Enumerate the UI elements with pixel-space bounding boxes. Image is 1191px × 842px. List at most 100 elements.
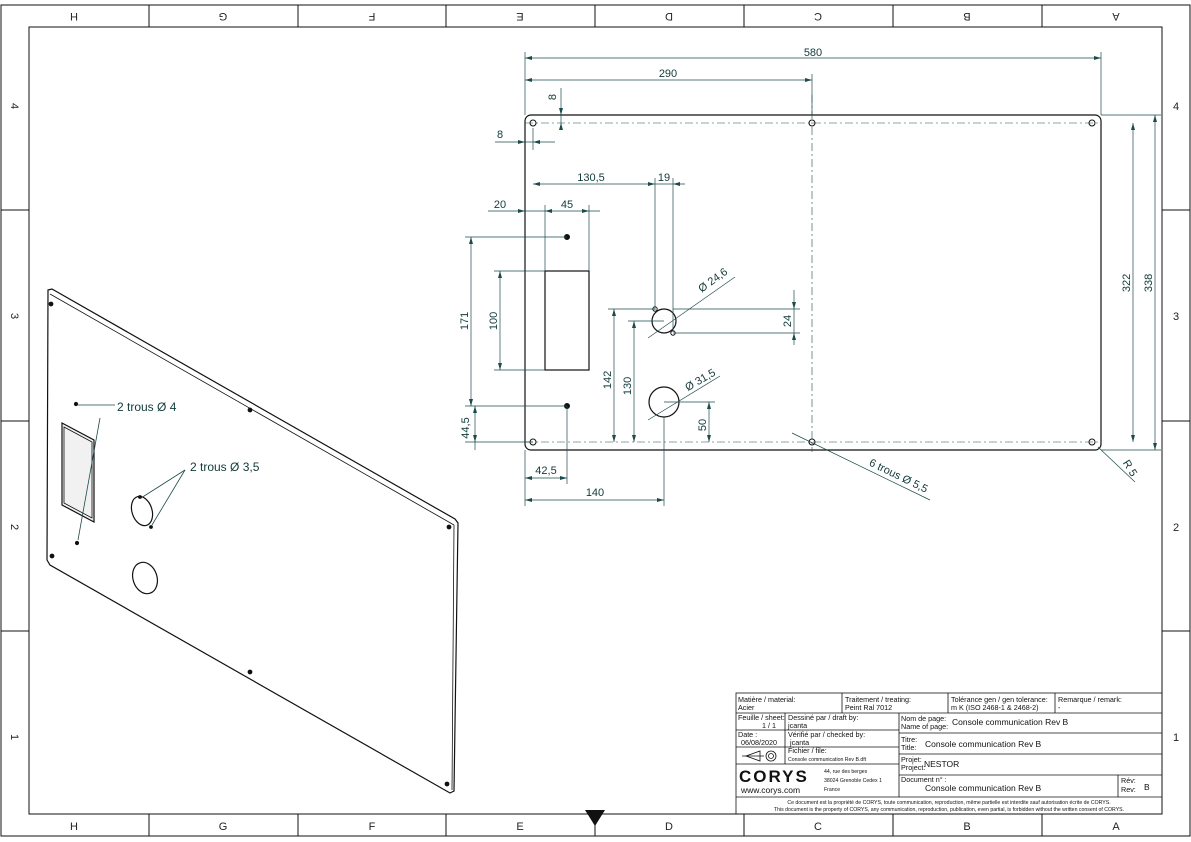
tb-material-value: Acier bbox=[738, 703, 755, 712]
dim-6-holes: 6 trous Ø 5,5 bbox=[867, 457, 929, 496]
zone-top-e: E bbox=[516, 10, 523, 22]
tb-tolerance-value: m K (ISO 2468-1 & 2468-2) bbox=[951, 703, 1039, 712]
tb-page-name-value: Console communication Rev B bbox=[952, 717, 1069, 727]
zone-bottom-b: B bbox=[963, 821, 970, 833]
dim-171: 171 bbox=[459, 312, 471, 330]
tb-file-value: Console communication Rev B.dft bbox=[788, 757, 867, 763]
zone-left-4: 4 bbox=[8, 103, 20, 109]
dim-140: 140 bbox=[586, 487, 604, 499]
tb-title-label-fr: Titre: bbox=[901, 735, 917, 744]
title-block: Matière / material: Acier Traitement / t… bbox=[735, 692, 1163, 815]
dim-19: 19 bbox=[658, 172, 670, 184]
dim-290: 290 bbox=[659, 68, 677, 80]
dim-580: 580 bbox=[804, 47, 822, 59]
front-rect-cutout bbox=[544, 270, 590, 371]
company-logo: CORYS bbox=[739, 767, 809, 786]
tb-page-name-label-fr: Nom de page: bbox=[901, 714, 946, 723]
zone-left-1: 1 bbox=[8, 734, 20, 740]
tb-rev-label-fr: Rév: bbox=[1121, 776, 1136, 785]
dim-20: 20 bbox=[494, 199, 506, 211]
front-view bbox=[524, 114, 1102, 451]
tb-document-label: Document n° : bbox=[901, 775, 947, 784]
zone-bottom-h: H bbox=[70, 821, 78, 833]
tb-title-label-en: Title: bbox=[901, 743, 916, 752]
tb-checked-label: Vérifié par / checked by: bbox=[788, 730, 865, 739]
iso-rect-inner bbox=[63, 426, 93, 519]
tb-page-name-label-en: Name of page: bbox=[901, 722, 948, 731]
dim-8-top: 8 bbox=[547, 94, 559, 100]
tb-document-value: Console communication Rev B bbox=[925, 783, 1042, 793]
zone-top-b: B bbox=[963, 10, 970, 22]
tb-drawn-value: jcanta bbox=[787, 721, 807, 730]
dim-42-5: 42,5 bbox=[535, 465, 556, 477]
tb-date-label: Date : bbox=[738, 730, 757, 739]
dim-8-left: 8 bbox=[497, 129, 503, 141]
dimension-arrows bbox=[469, 56, 1157, 502]
tb-legal-fr: Ce document est la propriété de CORYS, t… bbox=[787, 800, 1110, 806]
zone-bottom-f: F bbox=[369, 821, 376, 833]
dimension-lines bbox=[465, 52, 1161, 506]
zone-right-1: 1 bbox=[1173, 732, 1179, 744]
zone-top-d: D bbox=[665, 10, 673, 22]
tb-rev-value: B bbox=[1144, 782, 1150, 792]
tb-treatment-label: Traitement / treating: bbox=[845, 695, 911, 704]
iso-plate-outline bbox=[46, 288, 459, 794]
zone-left-3: 3 bbox=[8, 313, 20, 319]
zone-top-a: A bbox=[1112, 10, 1120, 22]
zone-labels-left: 4 3 2 1 bbox=[8, 103, 20, 740]
zone-bottom-a: A bbox=[1112, 821, 1120, 833]
tb-material-label: Matière / material: bbox=[738, 695, 796, 704]
company-web: www.corys.com bbox=[740, 785, 800, 795]
iso-note-holes-4: 2 trous Ø 4 bbox=[117, 400, 177, 414]
tb-address-1: 44, rue des berges bbox=[824, 769, 868, 775]
zone-top-f: F bbox=[368, 10, 375, 22]
tb-remark-value: - bbox=[1058, 703, 1061, 712]
dim-338: 338 bbox=[1143, 274, 1155, 292]
projection-symbol-icon bbox=[742, 750, 777, 762]
dim-142: 142 bbox=[602, 371, 614, 389]
dim-24: 24 bbox=[782, 315, 794, 327]
iso-plate-edge bbox=[49, 293, 455, 791]
dim-45: 45 bbox=[561, 199, 573, 211]
tb-project-label-fr: Projet: bbox=[901, 755, 922, 764]
centering-arrow bbox=[585, 810, 605, 826]
dim-100: 100 bbox=[488, 312, 500, 330]
isometric-view bbox=[46, 288, 459, 794]
zone-right-4: 4 bbox=[1173, 101, 1179, 113]
zone-bottom-g: G bbox=[219, 821, 228, 833]
dim-44-5: 44,5 bbox=[460, 417, 472, 438]
zone-labels-top: H G F E D C B A bbox=[70, 10, 1120, 22]
iso-mount-holes bbox=[48, 301, 452, 787]
tb-address-3: France bbox=[824, 787, 840, 793]
dim-130-5: 130,5 bbox=[577, 172, 605, 184]
zone-top-c: C bbox=[814, 10, 822, 22]
tb-date-value: 06/08/2020 bbox=[741, 738, 777, 747]
zone-right-2: 2 bbox=[1173, 522, 1179, 534]
tb-file-label: Fichier / file: bbox=[788, 746, 827, 755]
zone-bottom-e: E bbox=[516, 821, 523, 833]
front-mount-holes bbox=[529, 119, 1096, 446]
tb-rev-label-en: Rev: bbox=[1121, 785, 1136, 794]
tb-project-value: NESTOR bbox=[924, 759, 959, 769]
iso-leaders bbox=[77, 404, 186, 541]
tb-checked-value: jcanta bbox=[789, 738, 809, 747]
front-plate-outline bbox=[524, 114, 1102, 451]
zone-right-3: 3 bbox=[1173, 311, 1179, 323]
zone-labels-right: 4 3 2 1 bbox=[1173, 101, 1179, 744]
tb-treatment-value: Peint Ral 7012 bbox=[845, 703, 892, 712]
iso-note-holes-3-5: 2 trous Ø 3,5 bbox=[190, 460, 260, 474]
tb-project-label-en: Project: bbox=[901, 763, 925, 772]
tb-address-2: 38024 Grenoble Cedex 1 bbox=[824, 778, 882, 784]
dim-radius: R 5 bbox=[1120, 458, 1139, 479]
tb-sheet-value: 1 / 1 bbox=[762, 721, 776, 730]
tb-legal-en: This document is the property of CORYS, … bbox=[774, 807, 1124, 813]
front-centerlines bbox=[525, 95, 1101, 452]
tb-remark-label: Remarque / remark: bbox=[1058, 695, 1122, 704]
dim-50: 50 bbox=[697, 419, 709, 431]
iso-rect-cutout bbox=[61, 422, 95, 523]
dim-322: 322 bbox=[1121, 274, 1133, 292]
zone-top-h: H bbox=[70, 10, 78, 22]
zone-bottom-d: D bbox=[665, 821, 673, 833]
tb-drawn-label: Dessiné par / draft by: bbox=[788, 713, 858, 722]
